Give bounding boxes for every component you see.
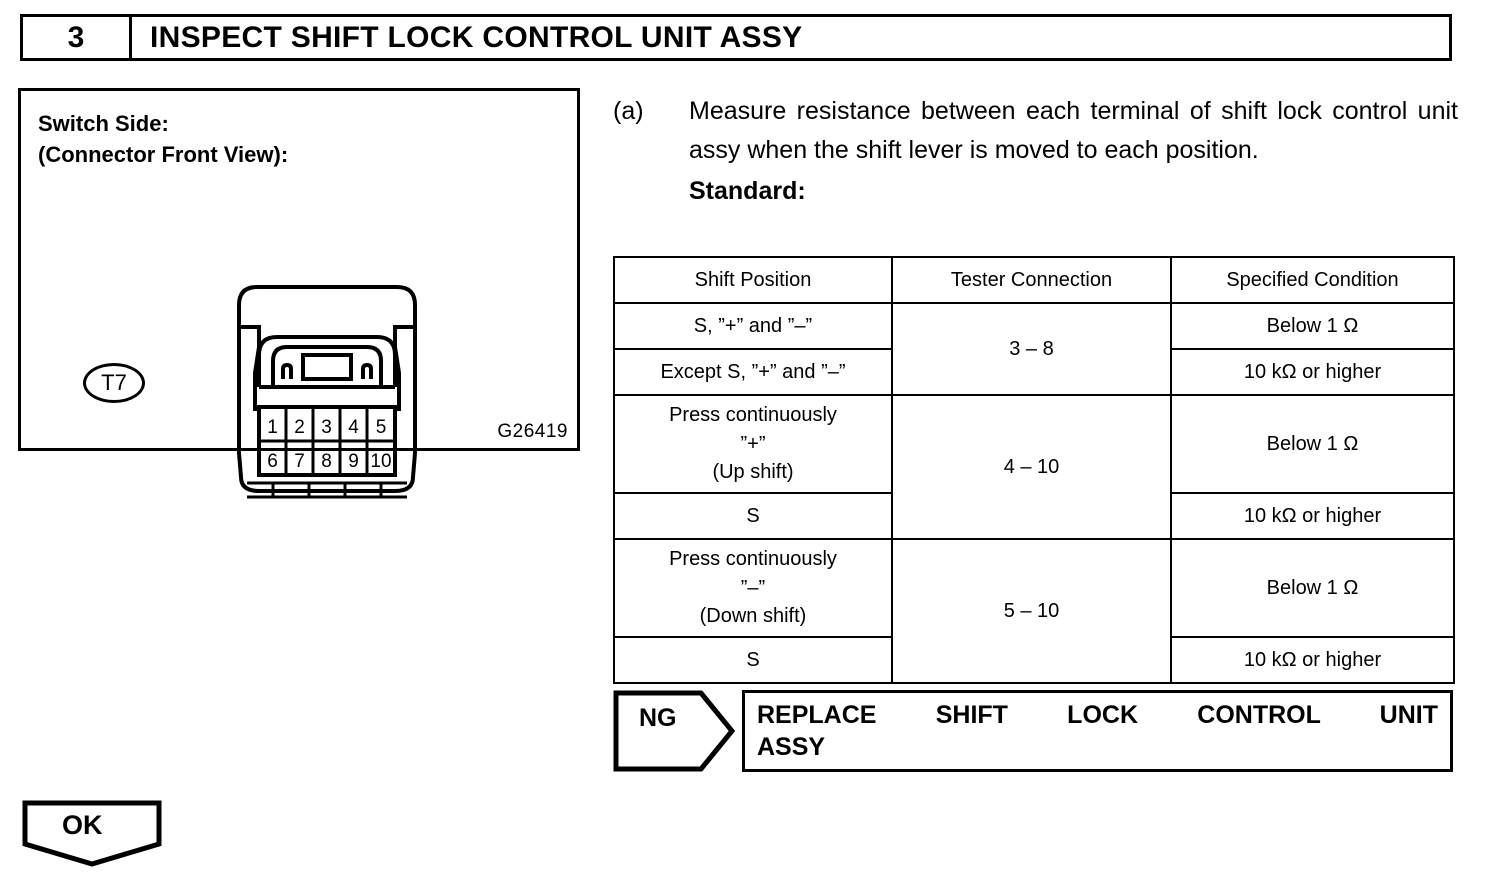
table-row: Press continuously ”–” (Down shift) 5 – … [613,538,1455,684]
cell-specified-condition: Below 1 Ω [1170,538,1455,638]
connector-latch-outer-arch [257,335,397,387]
procedure-body: Measure resistance between each terminal… [689,92,1458,211]
cell-shift-position: S [613,492,893,540]
connector-pin-6: 6 [267,451,278,472]
connector-pin-2: 2 [294,417,305,438]
connector-code-label: T7 [101,370,127,395]
cell-specified-condition: 10 kΩ or higher [1170,636,1455,684]
cell-tester-connection: 4 – 10 [891,394,1172,540]
connector-pin-1: 1 [267,417,278,438]
ng-arrow-tag: NG [613,690,735,772]
connector-pin-4: 4 [348,417,359,438]
connector-right-shoulder [393,325,415,411]
cell-line-3: (Down shift) [699,605,807,628]
figure-id: G26419 [497,421,568,442]
illustration-caption: Switch Side: (Connector Front View): [38,108,288,170]
cell-tester-connection: 5 – 10 [891,538,1172,684]
caption-line-switch-side: Switch Side: [38,111,169,136]
ng-action-box: REPLACE SHIFT LOCK CONTROL UNIT ASSY [742,690,1453,772]
procedure-block: (a) Measure resistance between each term… [613,92,1458,211]
column-header-specified-condition: Specified Condition [1170,256,1455,304]
caption-line-connector-front-view: (Connector Front View): [38,142,289,168]
cell-line-3: (Up shift) [712,461,794,484]
standard-label: Standard: [689,176,806,205]
cell-specified-condition: 10 kΩ or higher [1170,492,1455,540]
connector-latch-inner-arch [271,345,383,387]
specification-table: Shift Position Tester Connection Specifi… [613,256,1455,684]
table-row: S, ”+” and ”–” 3 – 8 Below 1 Ω [613,302,1455,396]
ng-result-flow: NG REPLACE SHIFT LOCK CONTROL UNIT ASSY [613,690,1453,772]
ng-arrow-shape [613,690,735,772]
connector-outer-body [237,285,417,493]
procedure-marker: (a) [613,97,644,125]
ok-pentagon-shape [22,800,162,867]
table-row: S 10 kΩ or higher [613,636,1455,684]
column-header-shift-position: Shift Position [613,256,893,304]
table-row: S 10 kΩ or higher [613,492,1455,540]
connector-latch-bump-right [361,362,373,379]
step-header-bar: 3 INSPECT SHIFT LOCK CONTROL UNIT ASSY [20,14,1452,61]
connector-pin-9: 9 [348,451,359,472]
cell-shift-position: S, ”+” and ”–” [613,302,893,350]
connector-code-badge: T7 [83,363,145,403]
connector-left-shoulder [239,325,261,411]
ng-action-line-1: REPLACE SHIFT LOCK CONTROL UNIT [757,701,1438,729]
illustration-panel: Switch Side: (Connector Front View): T7 [18,88,580,499]
cell-specified-condition: 10 kΩ or higher [1170,348,1455,396]
cell-shift-position: Press continuously ”–” (Down shift) [613,538,893,638]
connector-pin-8: 8 [321,451,332,472]
cell-line-1: Press continuously [669,548,837,571]
ok-result-flow: OK [22,800,162,868]
cell-specified-condition: Below 1 Ω [1170,302,1455,350]
cell-line-2: ”–” [740,576,766,599]
cell-line-1: Press continuously [669,404,837,427]
step-number: 3 [23,17,132,58]
table-header-row: Shift Position Tester Connection Specifi… [613,256,1455,304]
procedure-text: Measure resistance between each terminal… [689,97,1458,165]
connector-diagram: 1 2 3 4 5 6 7 8 9 10 [217,281,437,516]
connector-pin-7: 7 [294,451,305,472]
column-header-tester-connection: Tester Connection [891,256,1172,304]
ng-label: NG [639,704,677,732]
ok-label: OK [62,810,103,840]
cell-shift-position: Press continuously ”+” (Up shift) [613,394,893,494]
connector-pin-5: 5 [376,417,387,438]
cell-shift-position: Except S, ”+” and ”–” [613,348,893,396]
connector-pin-10: 10 [370,451,391,472]
cell-shift-position: S [613,636,893,684]
step-title: INSPECT SHIFT LOCK CONTROL UNIT ASSY [150,20,803,54]
table-row: Press continuously ”+” (Up shift) 4 – 10… [613,394,1455,540]
cell-line-2: ”+” [740,432,766,455]
table-row: Except S, ”+” and ”–” 10 kΩ or higher [613,348,1455,396]
connector-latch-tab [301,353,353,381]
connector-latch-bump-left [281,362,293,379]
cell-specified-condition: Below 1 Ω [1170,394,1455,494]
ng-action-line-2: ASSY [757,733,826,761]
connector-pin-3: 3 [321,417,332,438]
cell-tester-connection: 3 – 8 [891,302,1172,396]
